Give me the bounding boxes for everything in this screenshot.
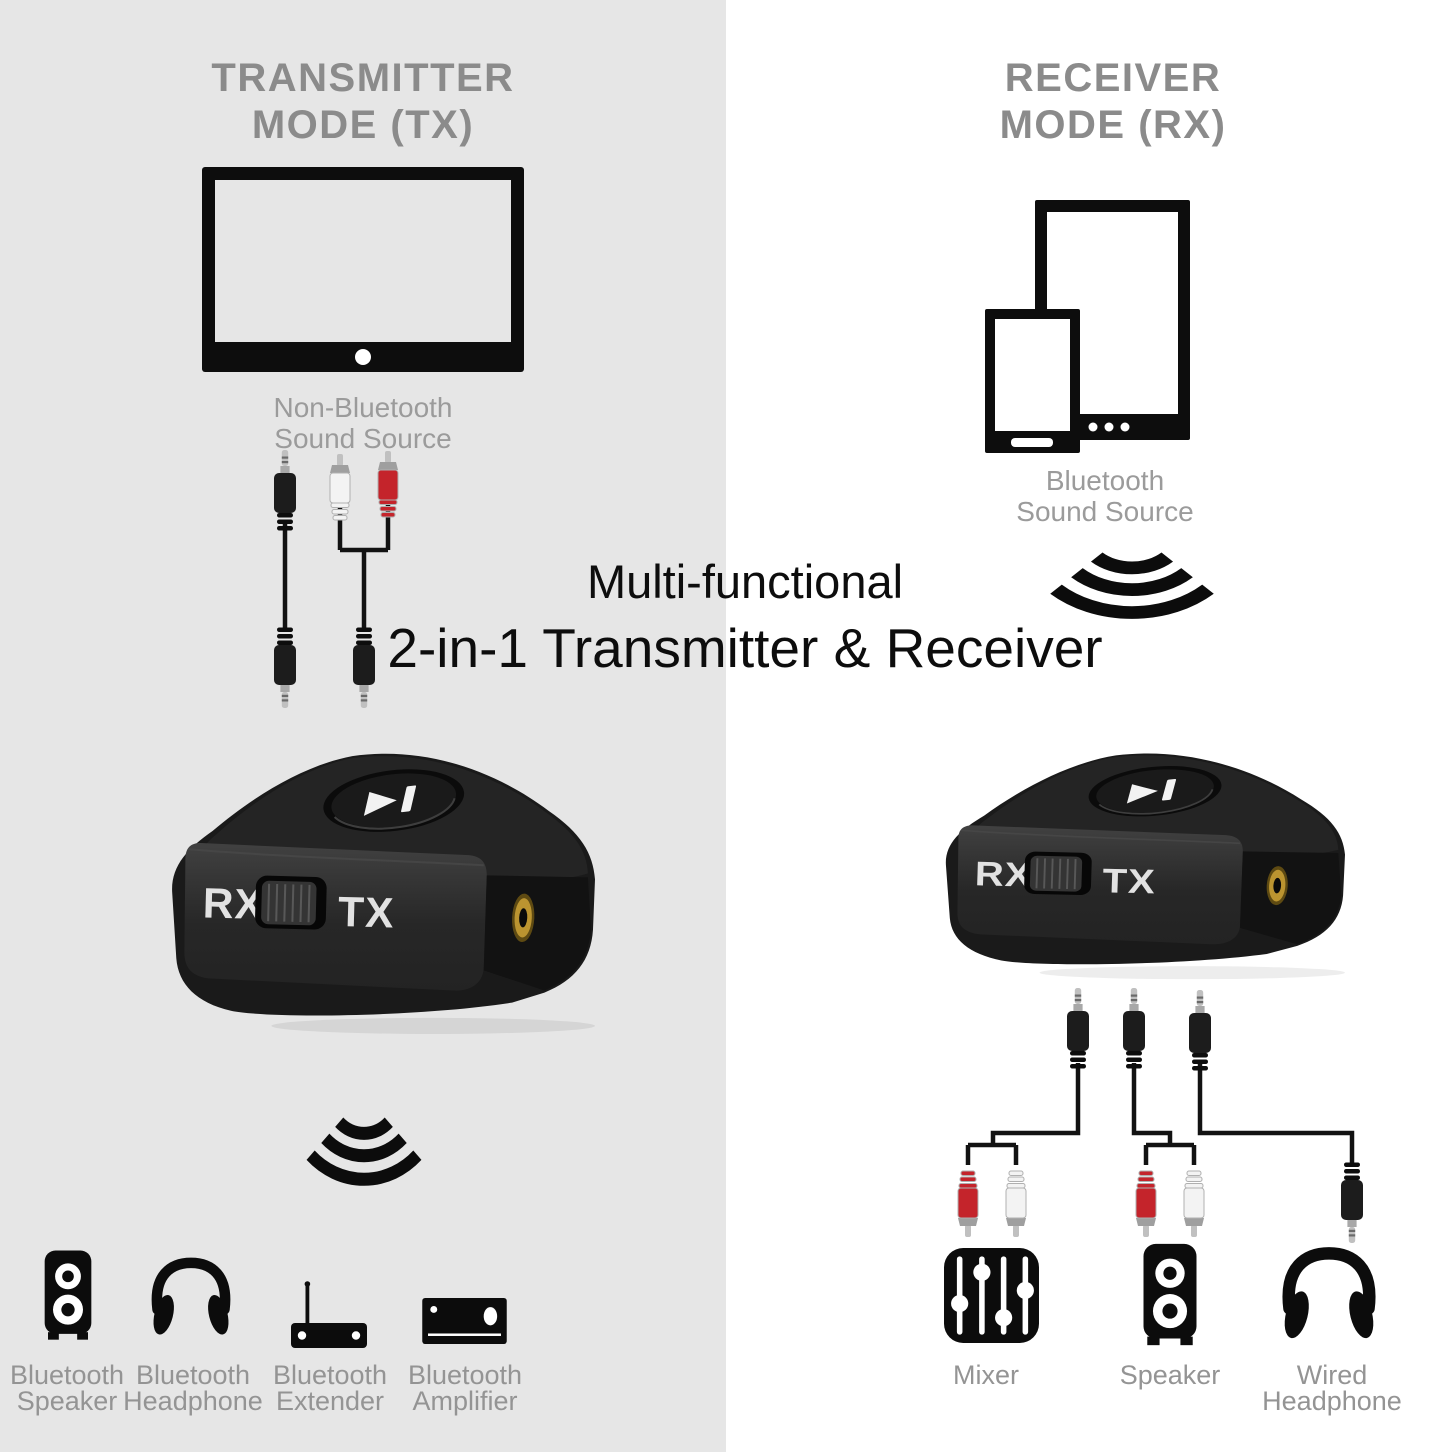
target-label: Bluetooth Amplifier	[407, 1360, 523, 1416]
target-label: Bluetooth Extender	[272, 1360, 388, 1416]
tv-power-light	[355, 349, 371, 365]
headline-line2: 2-in-1 Transmitter & Receiver	[387, 616, 1103, 679]
transmitter-mode-title: TRANSMITTER MODE (TX)	[211, 56, 515, 147]
target-label: Bluetooth Headphone	[123, 1360, 263, 1416]
signal-waves-icon	[305, 1116, 423, 1188]
target-label: Bluetooth Speaker	[9, 1360, 125, 1416]
speaker-icon	[44, 1250, 92, 1340]
target-label: Mixer	[953, 1360, 1019, 1390]
extender-icon	[291, 1281, 367, 1348]
target-label: Wired Headphone	[1262, 1360, 1402, 1416]
non-bluetooth-source-label: Non-Bluetooth Sound Source	[273, 392, 453, 455]
aux-rca-cable-icon	[274, 450, 399, 708]
receiver-mode-title: RECEIVER MODE (RX)	[999, 56, 1227, 147]
headline-line1: Multi-functional	[586, 555, 904, 608]
bluetooth-source-label: Bluetooth Sound Source	[1016, 465, 1194, 528]
headline: Multi-functional 2-in-1 Transmitter & Re…	[385, 556, 1105, 678]
speaker-icon	[1143, 1243, 1197, 1346]
aux-rca-cable-icon	[957, 988, 1363, 1243]
amplifier-icon	[422, 1297, 507, 1345]
mixer-icon	[943, 1247, 1040, 1344]
tv-screen	[215, 180, 511, 342]
tablet-phone-icon	[985, 200, 1190, 453]
phone-icon	[985, 309, 1080, 453]
transmitter-device-image	[171, 752, 595, 1035]
tv-icon	[202, 167, 524, 372]
target-label: Speaker	[1119, 1360, 1221, 1390]
headphone-icon	[147, 1251, 235, 1346]
headphone-icon	[1277, 1244, 1381, 1347]
receiver-device-image	[944, 752, 1345, 980]
